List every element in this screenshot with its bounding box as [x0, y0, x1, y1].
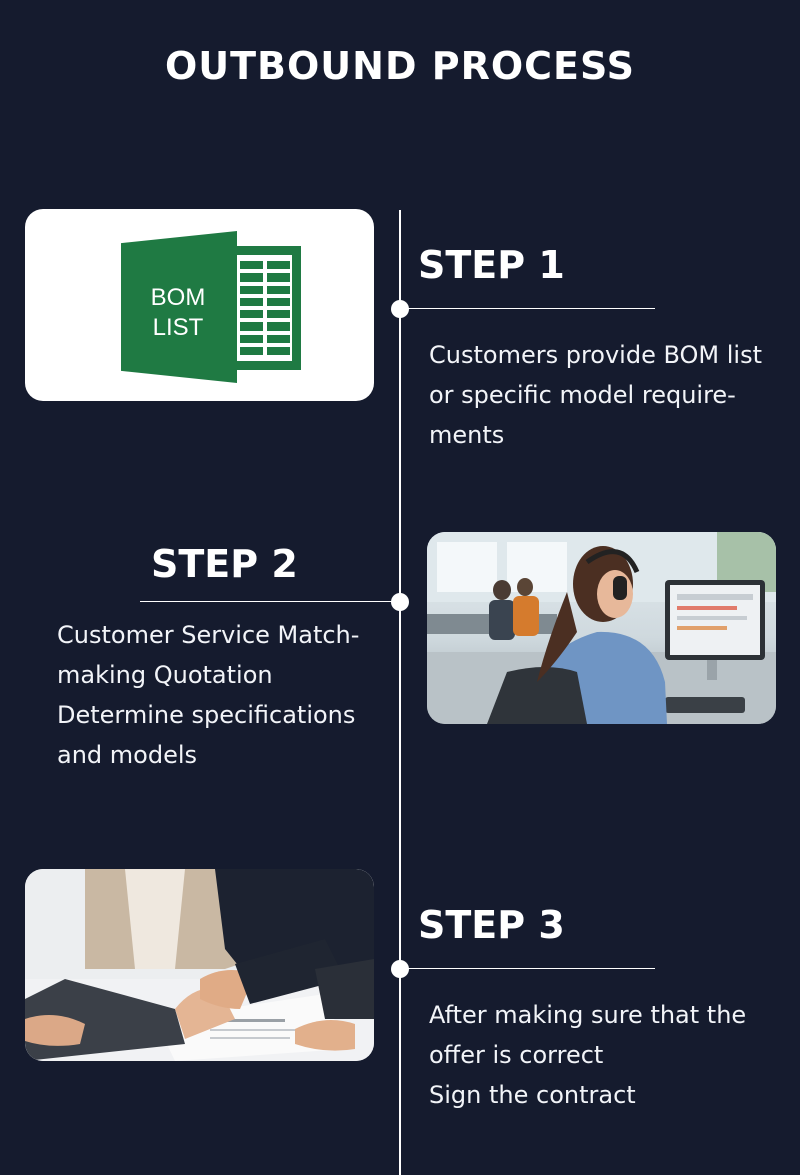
step-2-title: STEP 2	[151, 542, 298, 586]
step-3-dot	[391, 960, 409, 978]
spreadsheet-cover-icon	[121, 231, 237, 383]
step-1-title: STEP 1	[418, 243, 565, 287]
bom-list-label: BOM LIST	[150, 284, 206, 341]
step-2-description: Customer Service Match- making Quotation…	[57, 621, 360, 769]
handshake-photo	[25, 869, 374, 1061]
call-center-illustration	[427, 532, 776, 724]
step-2-underline	[140, 601, 400, 602]
handshake-illustration	[25, 869, 374, 1061]
step-3-underline	[400, 968, 655, 969]
timeline-line	[399, 210, 401, 1175]
bom-list-card: BOM LIST	[25, 209, 374, 401]
step-2-dot	[391, 593, 409, 611]
step-1-dot	[391, 300, 409, 318]
step-1-underline	[400, 308, 655, 309]
page-title: OUTBOUND PROCESS	[164, 44, 636, 88]
spreadsheet-grid	[240, 261, 290, 355]
step-3-description: After making sure that the offer is corr…	[429, 1001, 747, 1109]
step-3-title: STEP 3	[418, 903, 565, 947]
step-1-description: Customers provide BOM list or specific m…	[429, 341, 762, 449]
customer-service-photo	[427, 532, 776, 724]
